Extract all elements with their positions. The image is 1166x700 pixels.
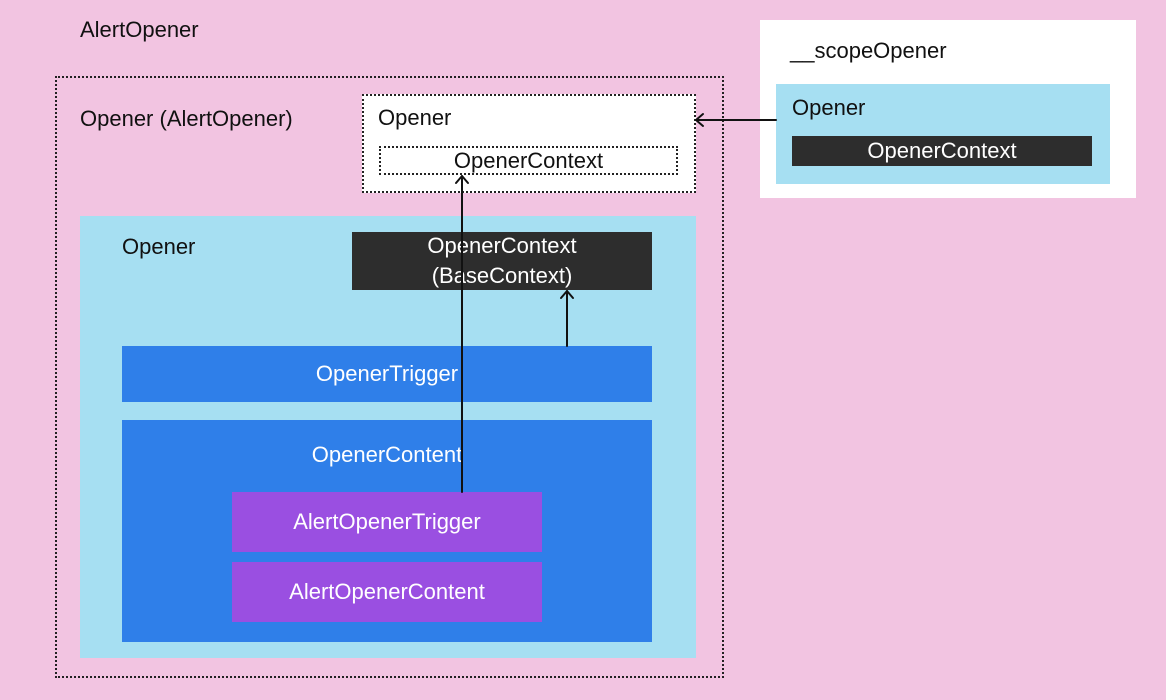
scope-opener-title: __scopeOpener — [790, 38, 947, 63]
scope-opener-label: Opener — [792, 95, 866, 120]
opener-white-box — [362, 94, 696, 193]
alert-opener-trigger-label: AlertOpenerTrigger — [293, 509, 481, 534]
opener-content-label: OpenerContent — [311, 442, 463, 467]
opener-white-context-box: OpenerContext — [379, 146, 678, 175]
alert-opener-trigger-box: AlertOpenerTrigger — [232, 492, 542, 552]
opener-main-label: Opener — [122, 234, 196, 259]
alert-opener-content-label: AlertOpenerContent — [289, 579, 485, 604]
opener-context-line1: OpenerContext — [427, 233, 577, 258]
opener-trigger-box: OpenerTrigger — [122, 346, 652, 402]
opener-alert-opener-label: Opener (AlertOpener) — [80, 106, 293, 131]
opener-white-context-label: OpenerContext — [453, 147, 604, 173]
scope-opener-context-box: OpenerContext — [792, 136, 1092, 166]
scope-opener-context-label: OpenerContext — [867, 138, 1017, 163]
alert-opener-content-box: AlertOpenerContent — [232, 562, 542, 622]
alert-opener-boundary — [55, 76, 724, 678]
alert-opener-title: AlertOpener — [80, 17, 199, 42]
scope-opener-box — [776, 84, 1110, 184]
opener-white-label: Opener — [378, 105, 452, 130]
opener-trigger-label: OpenerTrigger — [315, 361, 459, 386]
opener-context-line2: (BaseContext) — [431, 263, 573, 288]
opener-base-context-box: OpenerContext (BaseContext) — [352, 232, 652, 290]
